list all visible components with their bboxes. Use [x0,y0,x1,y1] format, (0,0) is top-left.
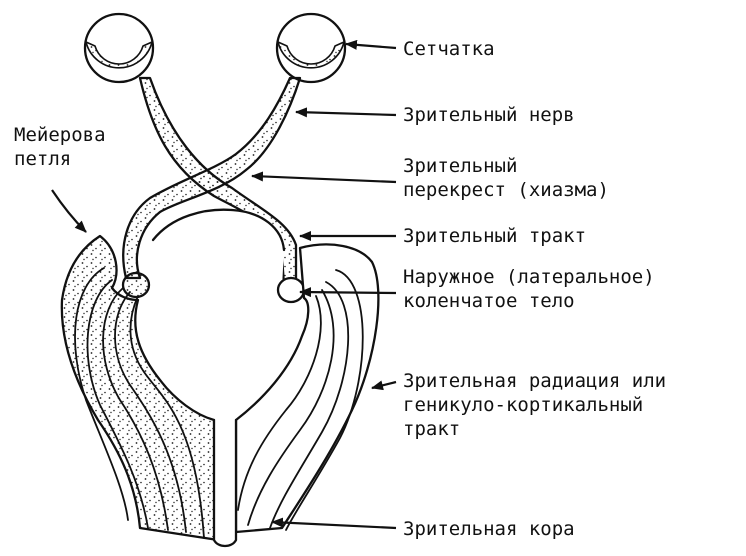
occipital-midline [212,418,238,548]
label-meyer-line1: Мейерова [14,124,106,146]
label-retina: Сетчатка [403,38,495,60]
label-meyer-line2: петля [14,148,72,170]
label-lgn-line2: коленчатое тело [403,290,575,312]
label-lgn-line1: Наружное (латеральное) [403,266,655,288]
chiasm-body [142,210,284,345]
right-eye [275,12,347,84]
label-radiation-line3: тракт [403,418,461,440]
right-optic-radiation [234,243,380,534]
label-optic-nerve: Зрительный нерв [403,104,575,126]
left-eye [83,12,155,84]
arrow-radiation [371,380,397,391]
label-optic-tract: Зрительный тракт [403,225,587,247]
label-chiasm-line1: Зрительный [403,155,518,177]
arrow-lgn [299,287,397,298]
label-radiation-line2: геникуло-кортикальный [403,394,644,416]
label-chiasm-line2: перекрест (хиазма) [403,179,609,201]
label-radiation-line1: Зрительная радиация или [403,370,667,392]
arrow-chiasm [251,171,397,184]
arrow-retina [345,39,397,50]
arrow-optic-nerve [295,107,397,118]
right-lgn [276,276,306,304]
left-optic-radiation [60,234,220,542]
arrow-cortex [271,517,397,530]
arrow-meyer-loop [51,189,87,233]
label-cortex: Зрительная кора [403,518,575,540]
left-lgn [121,271,151,299]
